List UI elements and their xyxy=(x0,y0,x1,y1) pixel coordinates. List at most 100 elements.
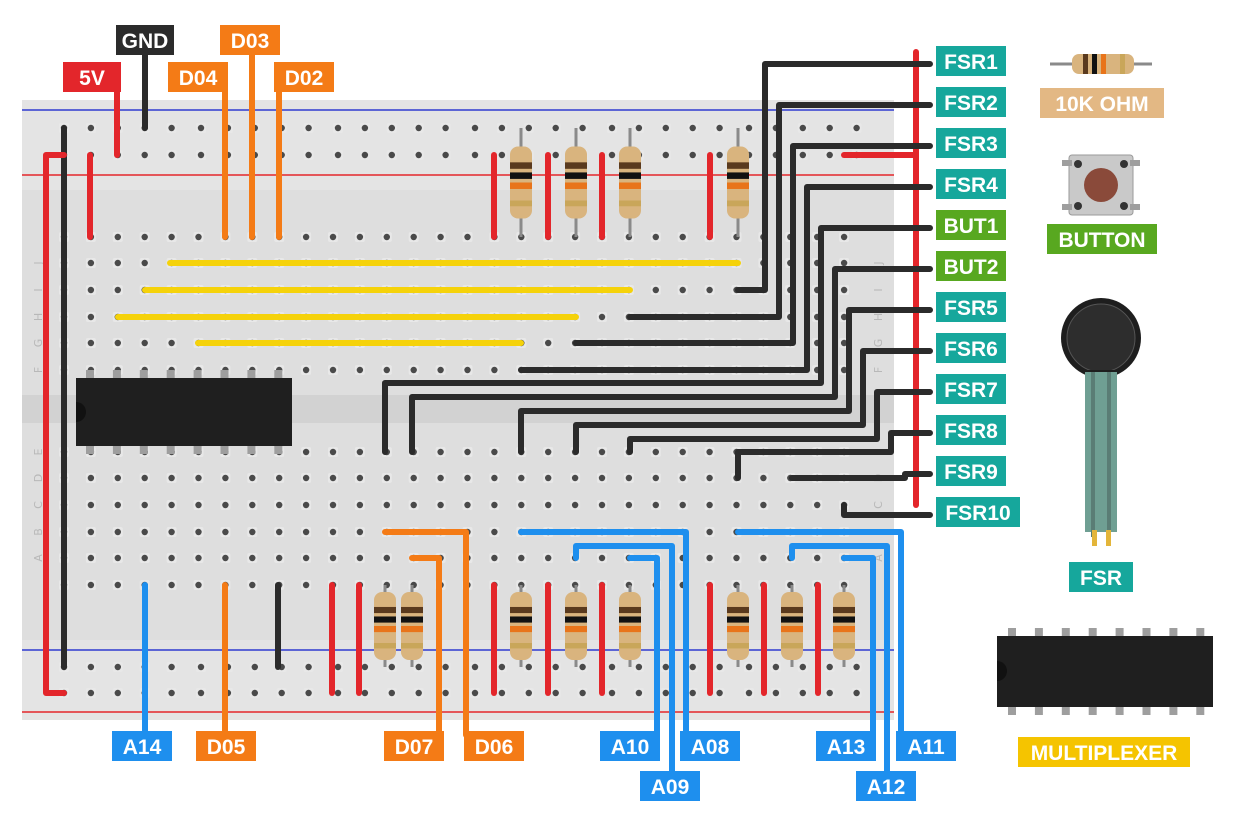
hole-dot xyxy=(745,689,753,697)
hole-dot xyxy=(652,474,659,482)
hole-dot xyxy=(383,233,390,241)
hole-dot xyxy=(760,501,767,509)
hole-dot xyxy=(498,689,506,697)
side-label-fsr8: FSR8 xyxy=(936,415,1006,445)
hole-dot xyxy=(87,689,95,697)
fsr-signal-wire xyxy=(573,348,933,455)
hole-dot xyxy=(471,124,479,132)
d04-label: D04 xyxy=(168,62,228,92)
hole-dot xyxy=(302,366,310,374)
side-label-fsr9: FSR9 xyxy=(936,456,1006,486)
hole-dot xyxy=(222,501,229,509)
hole-dot xyxy=(840,339,848,347)
hole-dot xyxy=(471,663,479,671)
hole-dot xyxy=(410,501,417,509)
resistor xyxy=(401,585,423,667)
hole-dot xyxy=(305,151,312,159)
hole-dot xyxy=(689,151,696,159)
fsr-signal-wire xyxy=(518,184,933,373)
wires xyxy=(43,45,933,778)
hole-dot xyxy=(388,689,395,697)
hole-dot xyxy=(356,474,364,482)
hole-dot xyxy=(525,663,532,671)
a10-wire xyxy=(627,555,660,738)
hole-dot xyxy=(437,233,444,241)
side-label-fsr6-text: FSR6 xyxy=(944,338,998,361)
hole-dot xyxy=(464,501,471,509)
row-letter: I xyxy=(872,288,885,291)
a08-label-text: A08 xyxy=(691,736,730,759)
row-letter: E xyxy=(32,448,45,455)
hole-dot xyxy=(334,663,342,671)
resistor xyxy=(781,585,803,667)
side-label-fsr8-text: FSR8 xyxy=(944,420,998,443)
hole-dot xyxy=(410,233,417,241)
row-letter: J xyxy=(32,261,45,265)
hole-dot xyxy=(195,581,202,589)
hole-dot xyxy=(545,448,552,456)
hole-dot xyxy=(356,366,364,374)
hole-dot xyxy=(87,528,95,536)
hole-dot xyxy=(716,151,723,159)
hole-dot xyxy=(329,528,337,536)
hole-dot xyxy=(87,124,95,132)
hole-dot xyxy=(87,581,95,589)
a11-label: A11 xyxy=(896,731,956,761)
hole-dot xyxy=(471,151,479,159)
hole-dot xyxy=(552,124,559,132)
hole-dot xyxy=(679,501,686,509)
hole-dot xyxy=(195,554,202,562)
row-letter: D xyxy=(32,474,45,482)
a12-label: A12 xyxy=(856,771,916,801)
hole-dot xyxy=(197,663,205,671)
a08-wire xyxy=(518,529,689,738)
hole-dot xyxy=(498,124,506,132)
side-label-fsr6: FSR6 xyxy=(936,333,1006,363)
hole-dot xyxy=(608,124,616,132)
hole-dot xyxy=(625,474,633,482)
hole-dot xyxy=(772,689,780,697)
hole-dot xyxy=(662,689,669,697)
row-letter: G xyxy=(32,339,45,348)
hole-dot xyxy=(853,124,860,132)
legend-button-tag: BUTTON xyxy=(1047,224,1157,254)
hole-dot xyxy=(826,151,833,159)
fsr-signal-wire xyxy=(789,471,933,481)
hole-dot xyxy=(114,474,122,482)
hole-dot xyxy=(114,233,122,241)
hole-dot xyxy=(799,663,806,671)
side-label-but2-text: BUT2 xyxy=(944,256,999,279)
hole-dot xyxy=(276,474,283,482)
hole-dot xyxy=(608,689,616,697)
hole-dot xyxy=(388,663,395,671)
legend-fsr-tag: FSR xyxy=(1069,562,1133,592)
hole-dot xyxy=(826,689,833,697)
side-label-fsr3-text: FSR3 xyxy=(944,133,998,156)
hole-dot xyxy=(249,474,256,482)
d05-label-text: D05 xyxy=(207,736,246,759)
side-label-but1: BUT1 xyxy=(936,210,1006,240)
hole-dot xyxy=(437,501,444,509)
hole-dot xyxy=(635,124,643,132)
hole-dot xyxy=(733,554,740,562)
gnd-label-text: GND xyxy=(122,30,169,53)
a10-label-text: A10 xyxy=(611,736,650,759)
5v-label-text: 5V xyxy=(79,67,105,90)
hole-dot xyxy=(168,501,175,509)
hole-dot xyxy=(652,233,659,241)
resistor-legend-icon xyxy=(1050,54,1152,74)
a13-label-text: A13 xyxy=(827,736,866,759)
hole-dot xyxy=(141,233,148,241)
hole-dot xyxy=(334,689,342,697)
d02-label-text: D02 xyxy=(285,67,324,90)
hole-dot xyxy=(410,474,417,482)
hole-dot xyxy=(552,689,559,697)
hole-dot xyxy=(383,366,390,374)
hole-dot xyxy=(197,151,205,159)
hole-dot xyxy=(552,151,559,159)
hole-dot xyxy=(552,663,559,671)
breadboard-resistors xyxy=(374,128,855,667)
hole-dot xyxy=(114,689,122,697)
hole-dot xyxy=(491,366,498,374)
hole-dot xyxy=(361,663,369,671)
